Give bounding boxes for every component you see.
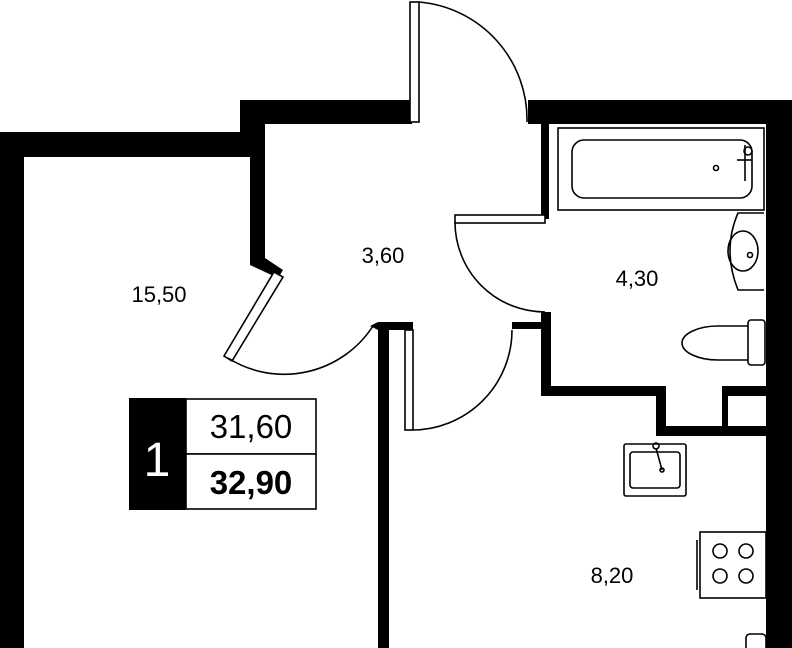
hall-area: 3,60	[362, 243, 405, 268]
bathtub-icon	[557, 127, 765, 211]
living-door-leaf[interactable]	[222, 270, 285, 363]
bathroom-door-leaf[interactable]	[454, 214, 546, 224]
wall-left	[0, 132, 24, 648]
wall-hall-jamb	[370, 322, 389, 330]
wall-door-jamb-bath	[512, 322, 551, 329]
wall-top-hall	[240, 100, 412, 124]
entrance-door-leaf[interactable]	[409, 1, 420, 123]
doors	[222, 1, 546, 431]
wall-top-left	[0, 132, 240, 157]
living-area: 31,60	[210, 408, 293, 445]
kitchen-area: 8,20	[591, 563, 634, 588]
wall-shaft-top	[722, 386, 792, 396]
wall-hall-kitchen	[378, 322, 389, 648]
wall-kitchen-jamb	[389, 322, 413, 330]
room-count-box	[129, 398, 186, 510]
bathroom-door-swing	[454, 221, 546, 313]
wall-bath-bottom-a	[541, 386, 666, 396]
living-area-box	[185, 398, 317, 455]
washbasin-icon	[727, 212, 764, 291]
living-room-area: 15,50	[131, 282, 186, 307]
wall-right	[766, 124, 792, 648]
fixtures	[557, 127, 767, 648]
appliance-icon	[745, 633, 767, 648]
kitchen-sink-icon	[623, 442, 687, 497]
wall-bath-left-upper	[541, 124, 549, 219]
wall-hall-living-upper	[250, 124, 283, 278]
room-count: 1	[144, 434, 171, 487]
wall-bath-bottom-b	[656, 386, 666, 436]
living-door-swing	[227, 325, 374, 376]
wall-top-right	[528, 100, 792, 124]
cooktop-icon	[696, 531, 767, 599]
kitchen-door-swing	[411, 329, 513, 431]
toilet-icon	[681, 319, 766, 366]
total-area: 32,90	[210, 464, 293, 501]
summary-badge: 1 31,60 32,90	[129, 398, 317, 510]
wall-bath-left-lower	[541, 312, 551, 396]
walls	[0, 100, 792, 648]
kitchen-door-leaf[interactable]	[404, 329, 414, 431]
total-area-box	[185, 453, 317, 510]
entrance-door-swing	[418, 1, 528, 123]
wall-shaft-left	[722, 386, 728, 436]
bathroom-area: 4,30	[616, 266, 659, 291]
